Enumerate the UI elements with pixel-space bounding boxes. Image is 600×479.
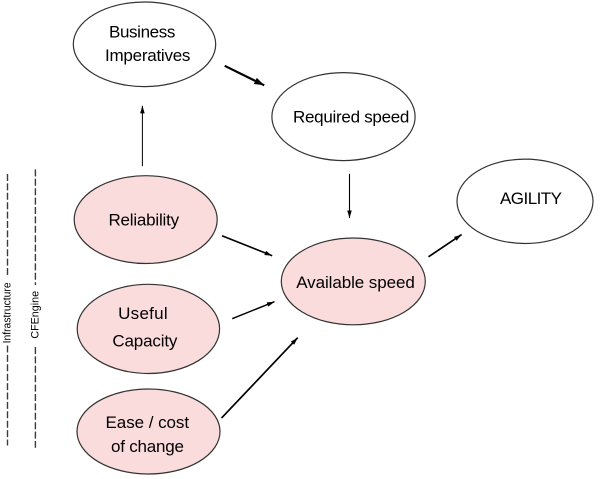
- svg-text:Infrastructure: Infrastructure: [2, 282, 14, 343]
- svg-text:Available speed: Available speed: [296, 273, 415, 292]
- svg-text:Imperatives: Imperatives: [105, 46, 190, 65]
- svg-text:Required speed: Required speed: [293, 108, 409, 127]
- svg-text:AGILITY: AGILITY: [500, 189, 562, 208]
- svg-text:Ease / cost: Ease / cost: [106, 413, 190, 432]
- svg-text:Capacity: Capacity: [112, 332, 178, 351]
- svg-text:Reliability: Reliability: [109, 210, 180, 229]
- svg-text:Business: Business: [109, 23, 175, 42]
- svg-text:CFEngine: CFEngine: [29, 291, 41, 339]
- svg-text:of change: of change: [111, 437, 184, 456]
- svg-text:Useful: Useful: [118, 304, 168, 323]
